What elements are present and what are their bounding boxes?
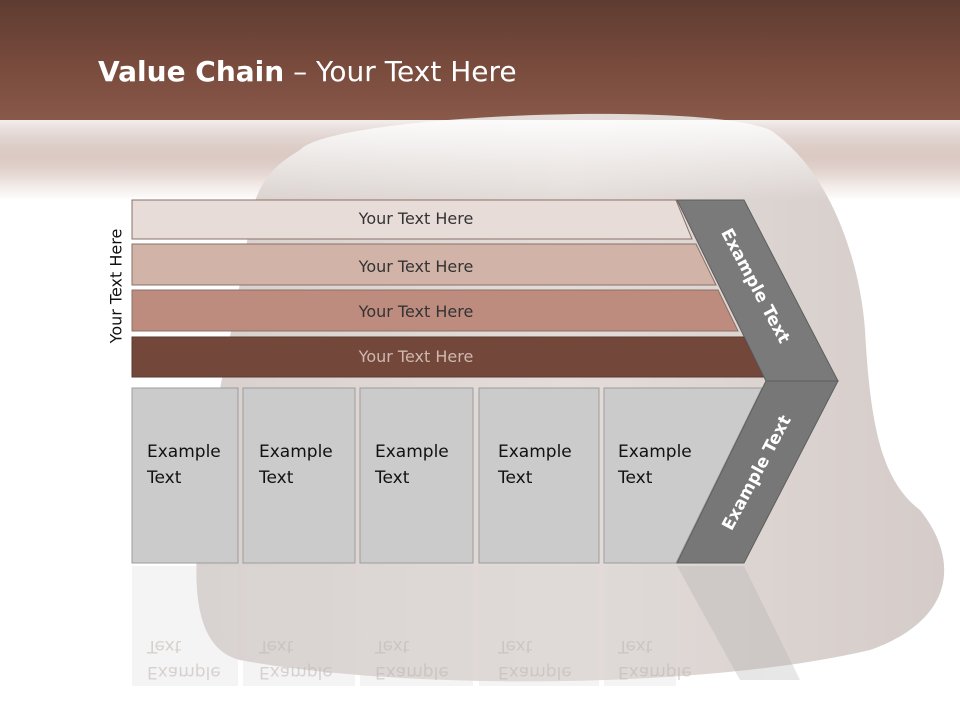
box-5-reflection — [604, 566, 676, 686]
box-5 — [603, 387, 763, 564]
box-1 — [131, 387, 239, 564]
bar-1 — [131, 199, 693, 240]
box-3-line2: Text — [375, 468, 410, 488]
title-bold: Value Chain — [98, 55, 285, 88]
box-2-reflection — [243, 566, 355, 686]
title-rest: – Your Text Here — [284, 55, 517, 88]
chevron-reflection — [677, 566, 800, 680]
page-title: Value Chain – Your Text Here — [98, 55, 517, 88]
bar-3-label: Your Text Here — [358, 302, 474, 321]
box-3 — [359, 387, 474, 564]
bar-1-label: Your Text Here — [358, 209, 474, 228]
box-4-line2: Text — [498, 468, 533, 488]
box-2-line2: Text — [259, 468, 294, 488]
bar-2 — [131, 243, 717, 286]
box-1-reflection — [132, 566, 238, 686]
reflection-shapes — [132, 566, 800, 686]
box-5-line1: Example — [618, 442, 692, 462]
bar-3 — [131, 289, 739, 332]
box-1-line2: Text — [147, 468, 182, 488]
box-1-line1: Example — [147, 442, 221, 462]
box-3-line1: Example — [375, 442, 449, 462]
box-2 — [242, 387, 356, 564]
bar-2-label: Your Text Here — [358, 257, 474, 276]
box-2-line1: Example — [259, 442, 333, 462]
box-4 — [478, 387, 600, 564]
chevron-bottom — [676, 380, 839, 564]
box-4-line1: Example — [498, 442, 572, 462]
box-5-line2: Text — [618, 468, 653, 488]
box-4-reflection — [479, 566, 599, 686]
box-3-reflection — [360, 566, 473, 686]
bar-4-label: Your Text Here — [358, 347, 474, 366]
